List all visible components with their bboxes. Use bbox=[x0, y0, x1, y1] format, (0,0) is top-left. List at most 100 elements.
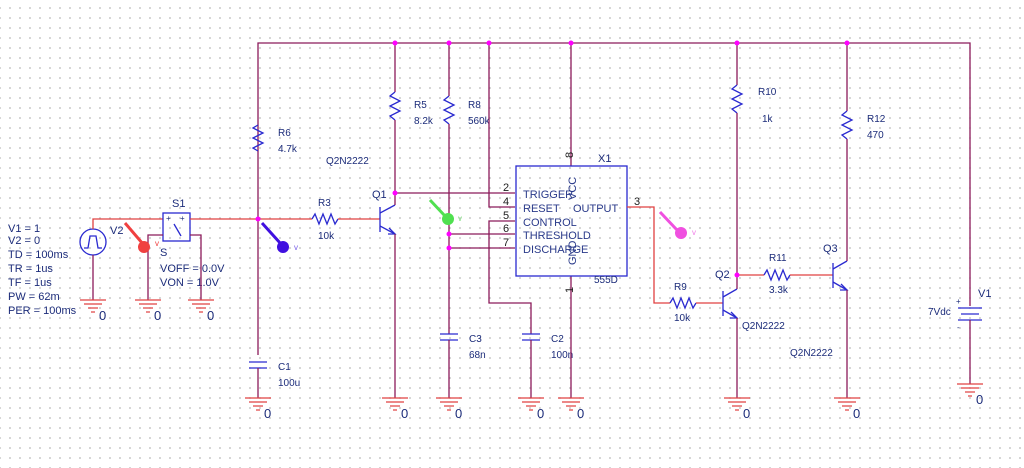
svg-text:+: + bbox=[956, 297, 961, 306]
ground-label: 0 bbox=[99, 308, 106, 323]
resistor-r8[interactable]: R8 560k bbox=[442, 95, 491, 127]
r9-label: R9 bbox=[674, 282, 687, 293]
svg-text:TD = 100ms: TD = 100ms bbox=[8, 249, 69, 261]
svg-text:TR = 1us: TR = 1us bbox=[8, 263, 53, 275]
junctions bbox=[255, 40, 850, 278]
ground-label: 0 bbox=[207, 308, 214, 323]
capacitor-c1[interactable]: C1 100u bbox=[249, 361, 300, 389]
r12-value: 470 bbox=[867, 130, 884, 141]
c1-label: C1 bbox=[278, 362, 291, 373]
c3-label: C3 bbox=[469, 334, 482, 345]
r8-label: R8 bbox=[468, 100, 481, 111]
r3-label: R3 bbox=[318, 198, 331, 209]
svg-text:8: 8 bbox=[564, 152, 576, 158]
pin-output: OUTPUT bbox=[573, 203, 619, 215]
voltage-probe-pink[interactable]: v bbox=[658, 210, 696, 239]
svg-text:7: 7 bbox=[503, 237, 509, 249]
svg-text:5: 5 bbox=[503, 210, 509, 222]
svg-text:PW = 62m: PW = 62m bbox=[8, 291, 60, 303]
ground-icon: 0 bbox=[957, 383, 983, 407]
voltage-probe-red[interactable]: v bbox=[123, 222, 159, 253]
ground-label: 0 bbox=[264, 406, 271, 421]
s1-voff: VOFF = 0.0V bbox=[160, 263, 225, 275]
c3-value: 68n bbox=[469, 350, 486, 361]
pin-control: CONTROL bbox=[523, 217, 577, 229]
voltage-probe-green[interactable]: v bbox=[428, 198, 462, 225]
q3-model: Q2N2222 bbox=[790, 348, 833, 359]
ground-label: 0 bbox=[537, 406, 544, 421]
resistor-r11[interactable]: R11 3.3k bbox=[763, 253, 791, 296]
capacitor-c3[interactable]: C3 68n bbox=[440, 333, 486, 361]
svg-text:1: 1 bbox=[564, 287, 576, 293]
x1-label: X1 bbox=[598, 153, 611, 165]
resistor-r12[interactable]: R12 470 bbox=[840, 110, 886, 141]
resistor-r5[interactable]: R5 8.2k bbox=[388, 91, 434, 127]
ground-icon: 0 bbox=[135, 299, 161, 323]
dc-source-v1[interactable]: V1 7Vdc + - bbox=[928, 288, 991, 332]
transistor-q2[interactable]: Q2 Q2N2222 bbox=[715, 269, 785, 332]
r9-value: 10k bbox=[674, 313, 691, 324]
pin-reset: RESET bbox=[523, 203, 560, 215]
r10-value: 1k bbox=[762, 114, 774, 125]
svg-text:4: 4 bbox=[503, 196, 509, 208]
ground-icon: 0 bbox=[382, 397, 408, 421]
v2-label: V2 bbox=[110, 225, 123, 237]
resistor-r10[interactable]: R10 1k bbox=[730, 84, 777, 125]
transistor-q3[interactable]: Q3 Q2N2222 bbox=[790, 243, 849, 359]
r12-label: R12 bbox=[867, 114, 886, 125]
ground-label: 0 bbox=[577, 406, 584, 421]
ground-label: 0 bbox=[455, 406, 462, 421]
ground-label: 0 bbox=[976, 392, 983, 407]
ground-label: 0 bbox=[401, 406, 408, 421]
s1-sub: S bbox=[160, 247, 167, 259]
svg-text:-: - bbox=[957, 323, 960, 332]
s1-von: VON = 1.0V bbox=[160, 277, 220, 289]
ground-icon: 0 bbox=[724, 397, 750, 421]
voltage-probe-blue[interactable]: v bbox=[260, 221, 298, 253]
pulse-source-v2[interactable]: V2 bbox=[79, 225, 123, 256]
r11-label: R11 bbox=[769, 253, 787, 264]
r5-label: R5 bbox=[414, 100, 427, 111]
r6-label: R6 bbox=[278, 128, 291, 139]
ground-label: 0 bbox=[743, 406, 750, 421]
r8-value: 560k bbox=[468, 116, 491, 127]
x1-model: 555D bbox=[594, 275, 618, 286]
r3-value: 10k bbox=[318, 231, 335, 242]
svg-text:+: + bbox=[166, 214, 171, 223]
r10-label: R10 bbox=[758, 87, 777, 98]
c2-value: 100n bbox=[551, 350, 573, 361]
svg-text:v: v bbox=[294, 243, 298, 252]
svg-text:6: 6 bbox=[503, 223, 509, 235]
v2-params: V1 = 1 V2 = 0 TD = 100ms TR = 1us TF = 1… bbox=[8, 223, 77, 317]
pin-vcc: VCC bbox=[567, 177, 579, 200]
ground-icon: 0 bbox=[80, 299, 106, 323]
pin-gnd: GND bbox=[567, 241, 579, 266]
svg-text:V1 = 1: V1 = 1 bbox=[8, 223, 40, 235]
svg-text:v: v bbox=[458, 214, 462, 223]
ground-icon: 0 bbox=[518, 397, 544, 421]
switch-s1[interactable]: + + S1 S VOFF = 0.0V VON = 1.0V bbox=[160, 198, 225, 289]
ground-label: 0 bbox=[154, 308, 161, 323]
v1-label: V1 bbox=[978, 288, 991, 300]
resistor-r9[interactable]: R9 10k bbox=[669, 282, 697, 324]
svg-text:V2 = 0: V2 = 0 bbox=[8, 235, 40, 247]
r11-value: 3.3k bbox=[769, 285, 789, 296]
ground-icon: 0 bbox=[188, 299, 214, 323]
q2-model: Q2N2222 bbox=[742, 321, 785, 332]
resistor-r3[interactable]: R3 10k bbox=[311, 198, 339, 242]
resistor-r6[interactable]: R6 4.7k bbox=[251, 124, 298, 155]
s1-label: S1 bbox=[172, 198, 185, 210]
ground-icon: 0 bbox=[558, 397, 584, 421]
vcc-rail[interactable] bbox=[257, 42, 971, 300]
ground-icon: 0 bbox=[834, 397, 860, 421]
svg-text:v: v bbox=[155, 239, 159, 248]
pin-discharge: DISCHARGE bbox=[523, 244, 588, 256]
q3-label: Q3 bbox=[823, 243, 838, 255]
capacitor-c2[interactable]: C2 100n bbox=[522, 333, 573, 361]
timer-ic-x1[interactable]: X1 555D TRIGGER RESET OUTPUT CONTROL THR… bbox=[503, 152, 640, 293]
q2-label: Q2 bbox=[715, 269, 730, 281]
ground-symbols: 0 0 0 0 0 0 0 0 0 0 0 bbox=[80, 299, 983, 421]
pin-threshold: THRESHOLD bbox=[523, 230, 591, 242]
